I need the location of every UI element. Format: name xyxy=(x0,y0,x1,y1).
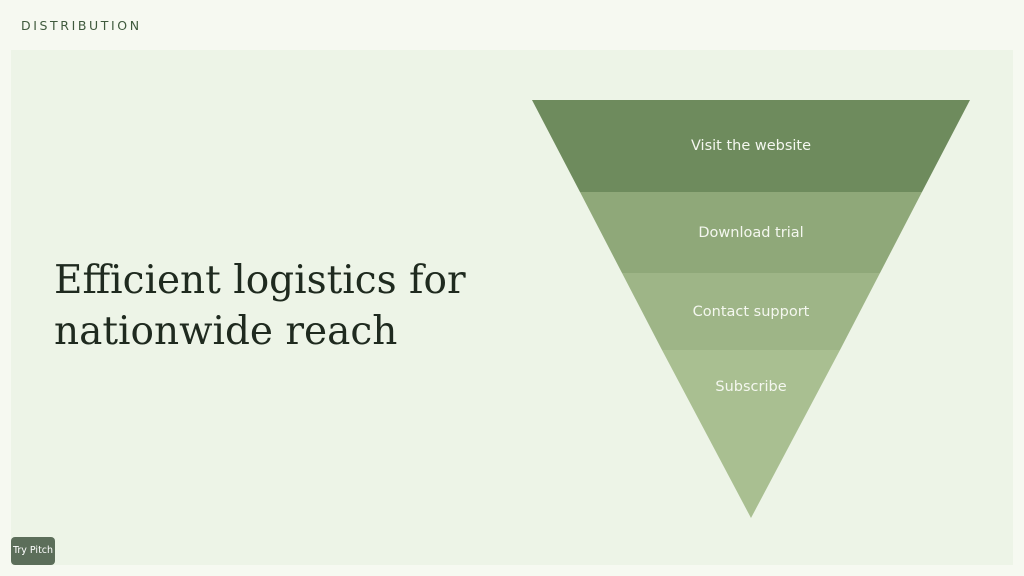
slide-headline: Efficient logistics for nationwide reach xyxy=(54,258,466,354)
funnel-stage-1 xyxy=(532,100,970,192)
funnel-stage-3-label: Contact support xyxy=(693,304,810,320)
funnel-stage-3 xyxy=(622,273,880,350)
section-label: DISTRIBUTION xyxy=(21,18,142,33)
funnel-stage-4-label: Subscribe xyxy=(715,379,786,395)
funnel-stage-1-label: Visit the website xyxy=(691,138,811,154)
slide: Efficient logistics for nationwide reach… xyxy=(11,50,1013,565)
funnel-diagram: Visit the website Download trial Contact… xyxy=(532,100,970,518)
try-pitch-button[interactable]: Try Pitch xyxy=(11,537,55,565)
funnel-stage-2 xyxy=(580,192,922,273)
funnel-stage-2-label: Download trial xyxy=(698,225,803,241)
funnel-stage-4 xyxy=(662,350,840,518)
